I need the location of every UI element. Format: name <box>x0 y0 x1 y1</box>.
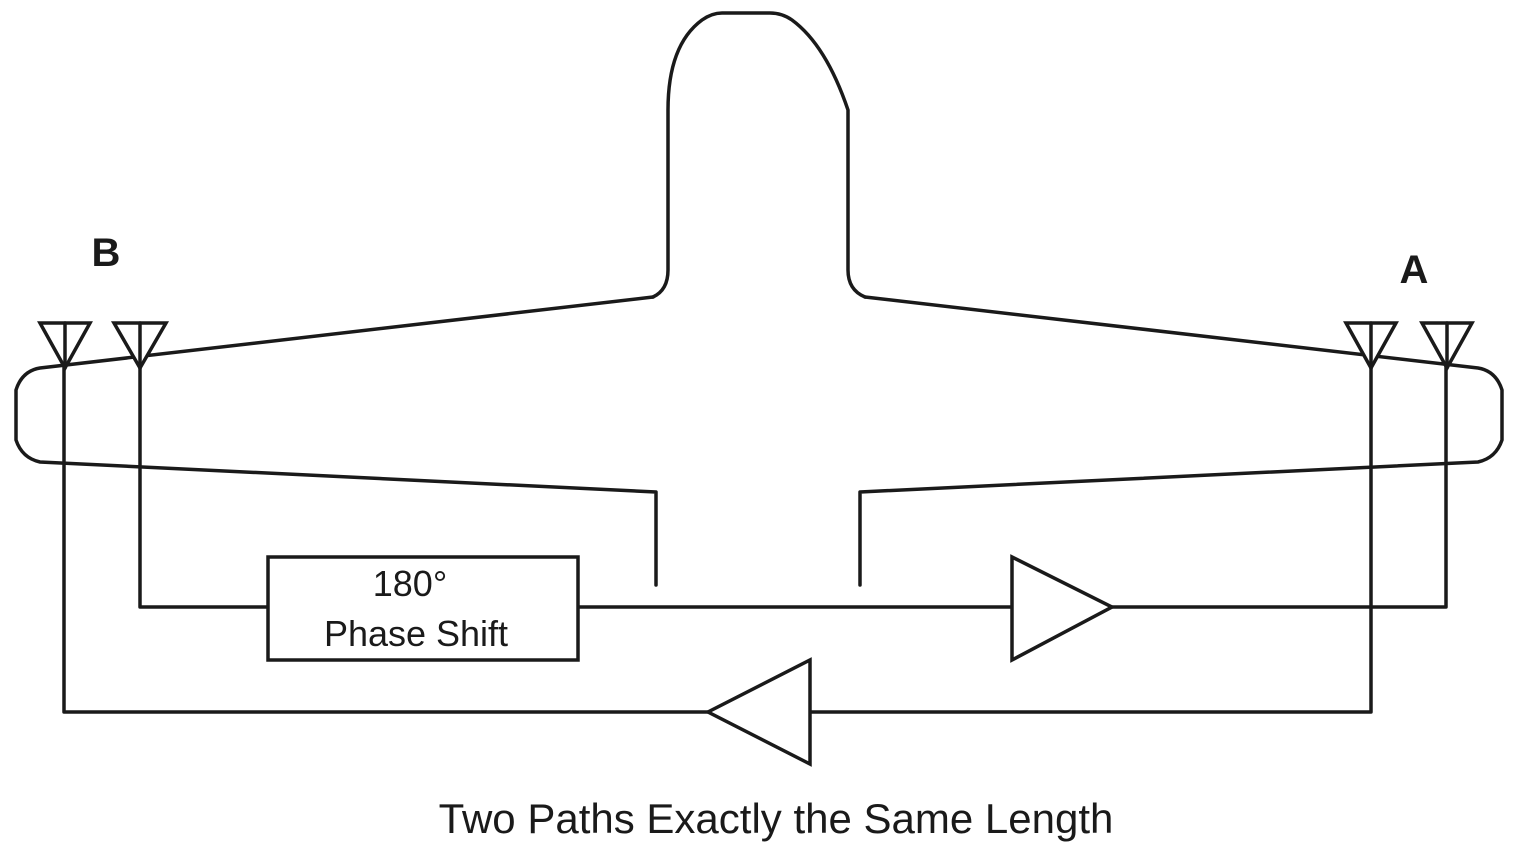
signal-wiring <box>62 351 1448 714</box>
wing-right <box>858 295 1504 587</box>
wing-left <box>14 295 658 587</box>
fuselage-top <box>651 11 867 299</box>
antenna-group-b <box>37 321 170 372</box>
phase-shift-block: 180° Phase Shift <box>266 555 580 662</box>
forward-amplifier-icon <box>1010 554 1116 663</box>
phase-shift-box <box>266 555 580 662</box>
return-amplifier-icon <box>704 657 812 767</box>
forward-path-wire <box>138 351 1448 609</box>
diagram-caption: Two Paths Exactly the Same Length <box>439 795 1114 842</box>
phase-shift-degrees: 180° <box>373 563 447 604</box>
point-b-label: B <box>92 231 121 275</box>
phase-shift-label: Phase Shift <box>324 613 508 654</box>
point-a-label: A <box>1400 248 1429 292</box>
antenna-group-a <box>1343 321 1475 372</box>
return-path-wire <box>62 351 1373 714</box>
aircraft-outline <box>14 11 1504 587</box>
